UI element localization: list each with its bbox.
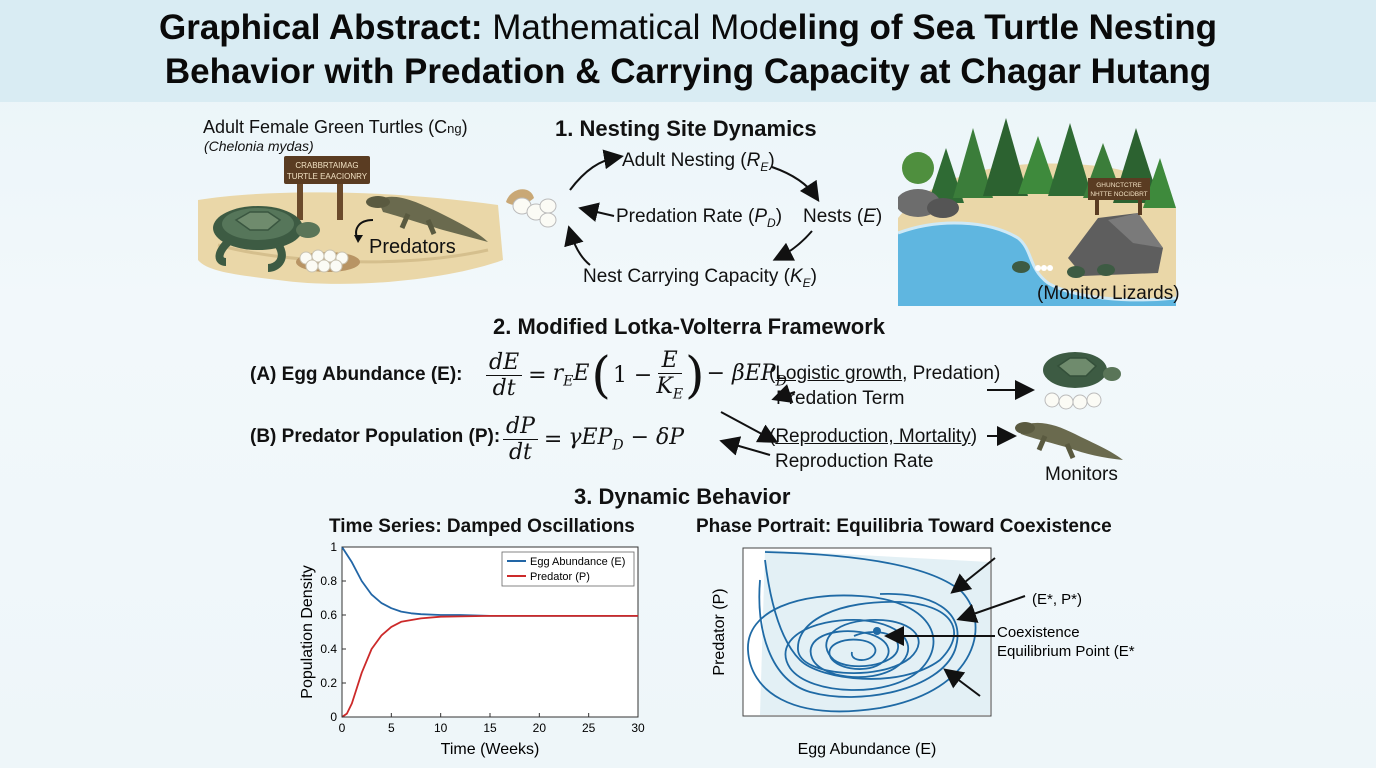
- y-tick-label: 0.2: [320, 676, 337, 690]
- right-sign-text-2: NHTTE NOCIDBRT: [1090, 191, 1147, 198]
- forest-icon: [902, 118, 1176, 208]
- monitor-lizard-icon: [366, 196, 488, 242]
- x-tick-label: 20: [533, 721, 547, 735]
- legend-label-predator: Predator (P): [530, 571, 590, 583]
- equilibrium-point: [873, 627, 881, 635]
- x-tick-label: 30: [631, 721, 645, 735]
- x-tick-label: 0: [339, 721, 346, 735]
- title-line-2: Behavior with Predation & Carrying Capac…: [164, 52, 1212, 91]
- y-tick-label: 0.4: [320, 642, 337, 656]
- x-tick-label: 25: [582, 721, 596, 735]
- title-banner: [0, 0, 1376, 102]
- timeseries-ylabel: Population Density: [299, 565, 316, 698]
- egg-nest-icon: [296, 249, 360, 273]
- phase-portrait-chart: Egg Abundance (E) Predator (P) (E*, P*) …: [711, 547, 1135, 758]
- phase-xlabel: Egg Abundance (E): [798, 741, 937, 758]
- monitor-icon: [1015, 422, 1123, 460]
- turtle-label: Adult Female Green Turtles (Cng): [203, 117, 468, 137]
- phase-coexistence-label-2: Equilibrium Point (E*: [997, 643, 1135, 660]
- predation-rate-label: Predation Rate (PD): [616, 206, 783, 230]
- x-tick-label: 10: [434, 721, 448, 735]
- phase-title: Phase Portrait: Equilibria Toward Coexis…: [696, 516, 1112, 537]
- series-line-predator: [341, 615, 638, 718]
- rocks-icon: [898, 189, 1163, 276]
- reproduction-rate-label: Reproduction Rate: [775, 451, 934, 472]
- y-tick-label: 0: [330, 710, 337, 724]
- eggs-icon: [506, 189, 557, 228]
- y-tick-label: 1: [330, 540, 337, 554]
- y-tick-label: 0.8: [320, 574, 337, 588]
- phase-trajectories: [747, 551, 977, 713]
- monitors-label: Monitors: [1045, 464, 1118, 485]
- equation-b-label: (B) Predator Population (P):: [250, 426, 501, 447]
- section2-heading: 2. Modified Lotka-Volterra Framework: [493, 314, 886, 339]
- nests-label: Nests (E): [803, 206, 883, 227]
- section1-heading: 1. Nesting Site Dynamics: [555, 116, 817, 141]
- coastal-habitat-illustration: GHUNCTCTRE NHTTE NOCIDBRT: [898, 118, 1176, 306]
- turtle-eggs-icon: [1043, 352, 1121, 410]
- adult-nesting-label: Adult Nesting (RE): [622, 150, 775, 174]
- equation-a-note: (Logistic growth, Predation): [769, 363, 1001, 384]
- section3-heading: 3. Dynamic Behavior: [574, 484, 791, 509]
- timeseries-chart: 0 5 10 15 20 25 30 0 0.2 0.4 0.6 0.8 1 Egg Abundance…: [299, 540, 645, 758]
- predators-label: Predators: [369, 236, 456, 258]
- hatchling-turtles-icon: [1012, 261, 1115, 278]
- timeseries-xlabel: Time (Weeks): [441, 741, 540, 758]
- right-sign-text-1: GHUNCTCTRE: [1096, 182, 1142, 189]
- equation-a-label: (A) Egg Abundance (E):: [250, 364, 463, 385]
- equation-arrows: [719, 380, 1035, 456]
- x-tick-label: 15: [483, 721, 497, 735]
- nesting-cycle-diagram: [564, 149, 820, 266]
- title-line-1: Graphical Abstract: Mathematical Modelin…: [158, 8, 1218, 47]
- monitor-lizards-label: (Monitor Lizards): [1037, 283, 1180, 304]
- sign-text-2: TURTLE EAACIONRY: [287, 172, 368, 181]
- legend: Egg Abundance (E) Predator (P): [501, 551, 635, 587]
- carrying-capacity-label: Nest Carrying Capacity (KE): [583, 266, 817, 290]
- predation-term-label: Predation Term: [776, 388, 905, 409]
- turtle-icon: [213, 206, 320, 272]
- sign-text-1: CRABBRTAIMAG: [295, 161, 358, 170]
- legend-label-egg: Egg Abundance (E): [530, 556, 625, 568]
- phase-coexistence-label-1: Coexistence: [997, 624, 1080, 641]
- phase-equilibrium-label: (E*, P*): [1032, 591, 1082, 608]
- timeseries-title: Time Series: Damped Oscillations: [329, 516, 635, 537]
- phase-ylabel: Predator (P): [711, 588, 728, 675]
- x-tick-label: 5: [388, 721, 395, 735]
- species-label: (Chelonia mydas): [204, 138, 314, 154]
- y-tick-label: 0.6: [320, 608, 337, 622]
- turtle-beach-illustration: CRABBRTAIMAG TURTLE EAACIONRY: [198, 156, 503, 284]
